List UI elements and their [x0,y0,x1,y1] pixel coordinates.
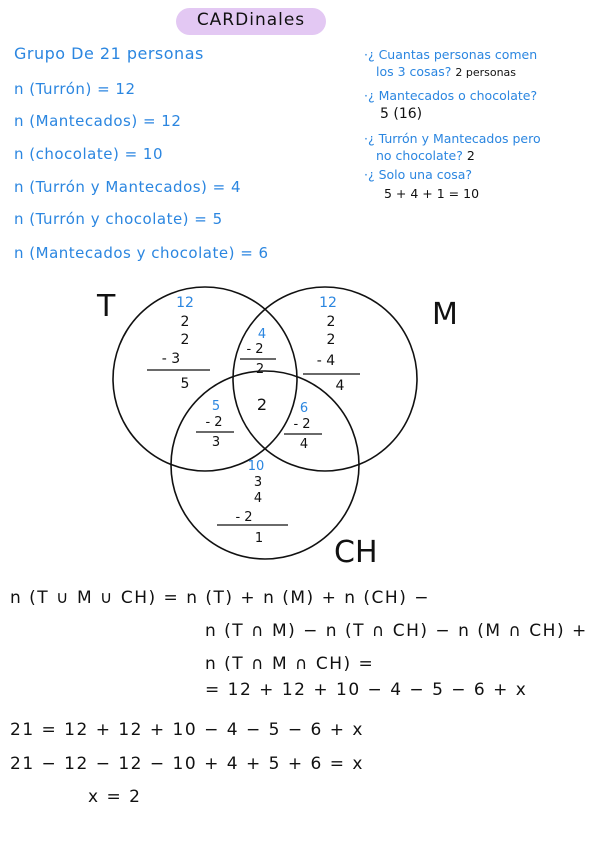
venn-diagram: T M CH 12 2 2 - 3 5 12 2 2 - 4 4 4 - 2 2… [96,286,458,570]
t-only-line3: - 3 [162,351,180,367]
formula-line-1: n (T ∪ M ∪ CH) = n (T) + n (M) + n (CH) … [10,588,430,608]
label-m: M [432,297,458,332]
answer-4: 5 + 4 + 1 = 10 [384,186,480,201]
ch-only-total: 10 [248,459,265,474]
t-only-line2: 2 [181,332,190,348]
tch-total: 5 [212,399,220,414]
center-value: 2 [257,395,267,414]
tm-total: 4 [258,327,266,342]
question-4: ·¿ Solo una cosa? [364,167,473,182]
question-3-cont: no chocolate? [376,148,463,163]
mch-line1: - 2 [293,417,310,432]
t-only-line1: 2 [181,314,190,330]
given-line-turron-mantecados: n (Turrón y Mantecados) = 4 [14,178,242,196]
mch-result: 4 [300,437,308,452]
ch-only-line1: 3 [254,475,262,490]
page-title: CARDinales [196,10,306,30]
solve-line-1: 21 = 12 + 12 + 10 − 4 − 5 − 6 + x [10,720,364,740]
label-t: T [96,289,116,324]
m-only-line1: 2 [327,314,336,330]
question-3-line2: no chocolate? 2 [376,148,475,163]
m-only-line3: - 4 [317,353,336,369]
given-line-turron: n (Turrón) = 12 [14,80,136,98]
mch-total: 6 [300,401,308,416]
t-only-result: 5 [181,376,190,392]
answer-1: 2 personas [455,66,517,79]
ch-only-result: 1 [255,531,263,546]
m-only-total: 12 [319,295,337,311]
given-line-group: Grupo De 21 personas [14,44,204,63]
question-1: ·¿ Cuantas personas comen [364,47,538,62]
label-ch: CH [334,535,378,570]
circle-turron [112,286,298,472]
question-1-line2: los 3 cosas? 2 personas [376,64,516,79]
circle-chocolate [170,370,360,560]
circle-mantecados [232,286,418,472]
m-only-result: 4 [336,378,345,394]
t-only-total: 12 [176,295,194,311]
answer-3: 2 [466,148,475,163]
given-line-mantecados: n (Mantecados) = 12 [14,112,182,130]
ch-only-line3: - 2 [235,510,252,525]
answer-2: 5 (16) [380,106,423,122]
question-3: ·¿ Turrón y Mantecados pero [364,131,541,146]
tm-result: 2 [256,362,264,377]
tch-line1: - 2 [205,415,222,430]
given-line-turron-chocolate: n (Turrón y chocolate) = 5 [14,210,223,228]
solve-result: x = 2 [88,787,142,807]
formula-line-3: n (T ∩ M ∩ CH) = [205,654,375,674]
solve-line-2: 21 − 12 − 12 − 10 + 4 + 5 + 6 = x [10,754,364,774]
title-highlight [176,8,326,35]
formula-line-2: n (T ∩ M) − n (T ∩ CH) − n (M ∩ CH) + [205,621,588,641]
given-line-chocolate: n (chocolate) = 10 [14,145,163,163]
m-only-line2: 2 [327,332,336,348]
formula-line-4: = 12 + 12 + 10 − 4 − 5 − 6 + x [205,680,528,700]
given-line-mantecados-chocolate: n (Mantecados y chocolate) = 6 [14,244,269,262]
tch-result: 3 [212,435,220,450]
ch-only-line2: 4 [254,491,262,506]
question-1-cont: los 3 cosas? [376,64,452,79]
tm-line1: - 2 [246,342,263,357]
question-2: ·¿ Mantecados o chocolate? [364,88,538,103]
